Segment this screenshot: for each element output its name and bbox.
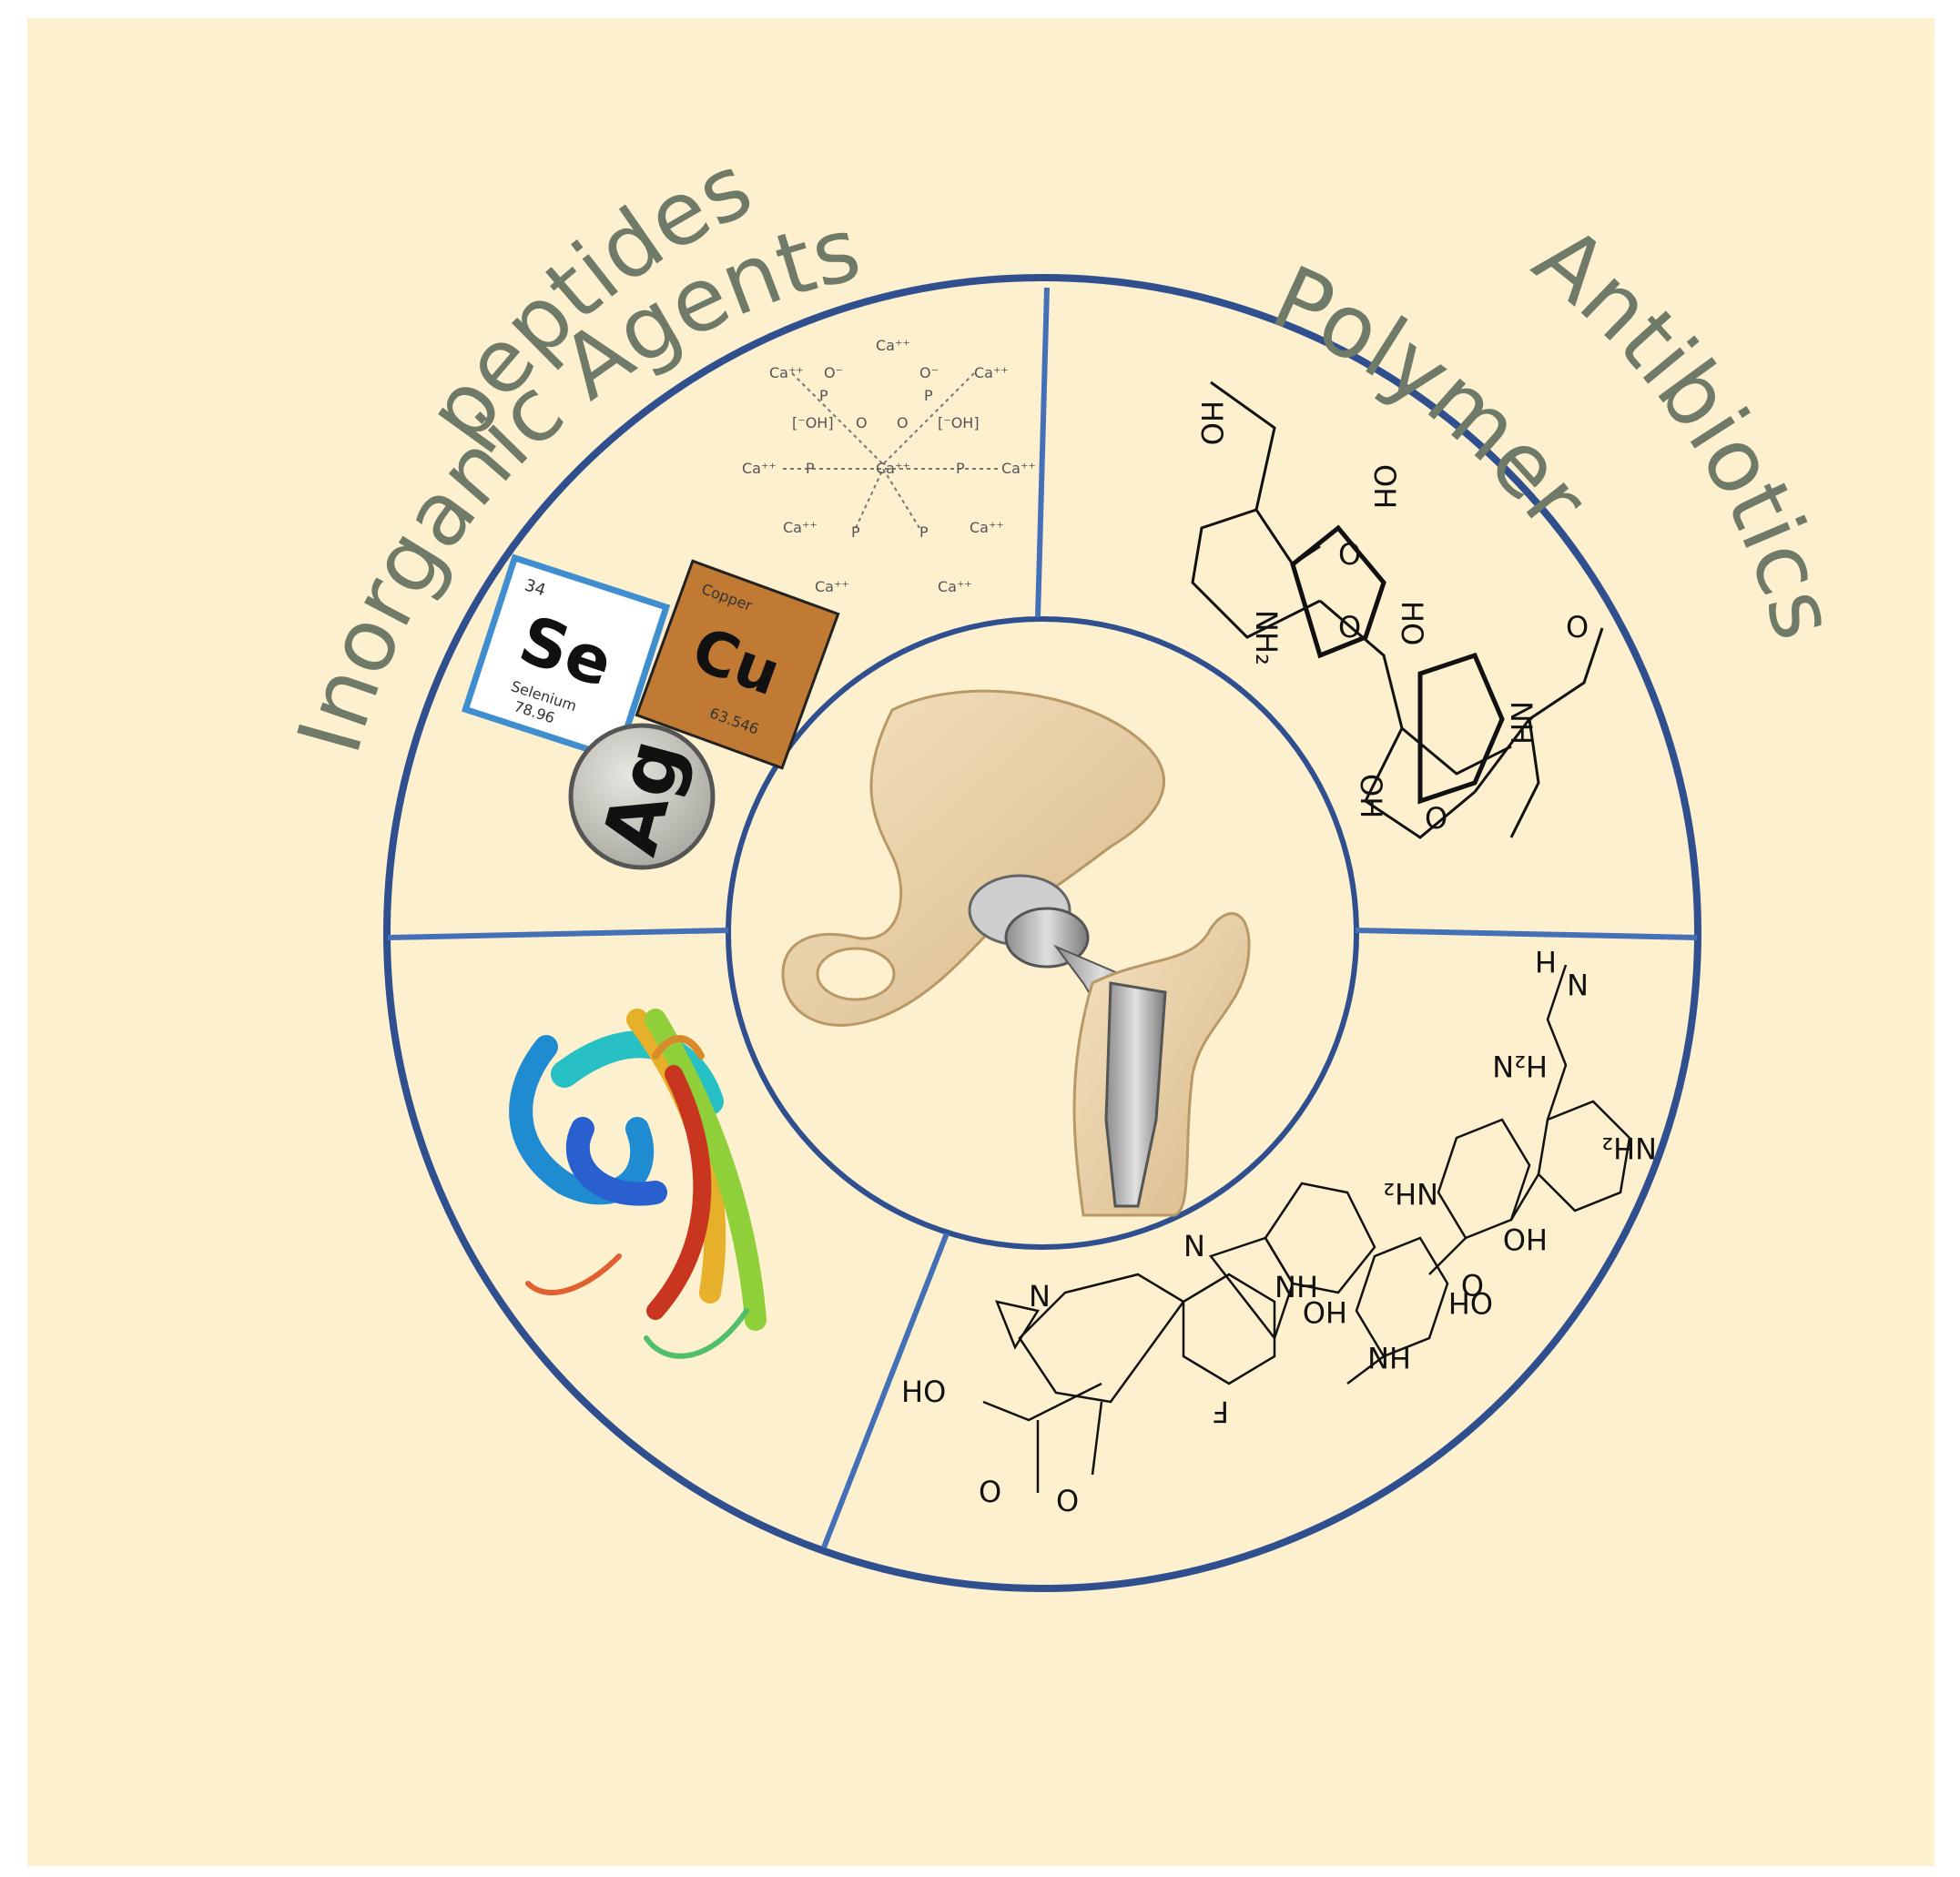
svg-text:HN: HN xyxy=(1367,1340,1411,1375)
svg-text:O: O xyxy=(979,1475,1001,1509)
svg-text:O: O xyxy=(856,414,868,431)
svg-text:[⁻OH]: [⁻OH] xyxy=(938,414,980,431)
svg-text:P: P xyxy=(806,460,815,477)
svg-text:N: N xyxy=(1567,967,1589,1001)
aminoglycoside-structure xyxy=(1346,964,1631,1385)
svg-text:OH: OH xyxy=(1367,464,1402,509)
svg-text:O: O xyxy=(1461,1267,1484,1302)
svg-text:NH: NH xyxy=(1504,701,1539,745)
svg-text:NH₂: NH₂ xyxy=(1249,610,1284,665)
svg-text:HO: HO xyxy=(1194,401,1229,445)
svg-text:O⁻: O⁻ xyxy=(919,364,939,381)
svg-text:Ca⁺⁺: Ca⁺⁺ xyxy=(769,364,804,381)
svg-text:HO: HO xyxy=(1303,1294,1347,1329)
outer-ring xyxy=(383,274,1701,1592)
peptide-ribbon xyxy=(509,1009,767,1359)
svg-text:HO: HO xyxy=(901,1375,946,1409)
svg-text:Ca⁺⁺: Ca⁺⁺ xyxy=(938,578,972,595)
svg-text:N: N xyxy=(1183,1229,1205,1263)
polymer-structure xyxy=(1191,380,1604,839)
svg-text:O: O xyxy=(1056,1484,1079,1518)
svg-text:NH₂: NH₂ xyxy=(1383,1176,1438,1211)
divider-left xyxy=(387,928,729,940)
svg-text:N: N xyxy=(1029,1279,1051,1314)
svg-text:[⁻OH]: [⁻OH] xyxy=(792,414,834,431)
svg-text:Ca⁺⁺: Ca⁺⁺ xyxy=(783,519,818,536)
svg-text:P: P xyxy=(956,460,965,477)
ciprofloxacin-structure xyxy=(982,1182,1376,1493)
antibiotic-labels: H N H₂N NH₂ NH₂ HO O OH HO HN NH N N F H… xyxy=(901,944,1657,1518)
svg-text:P: P xyxy=(851,523,860,541)
svg-text:O: O xyxy=(897,414,909,431)
hydroxyapatite-structure xyxy=(783,372,1001,529)
svg-text:Ca⁺⁺: Ca⁺⁺ xyxy=(970,519,1004,536)
svg-text:Ca⁺⁺: Ca⁺⁺ xyxy=(974,364,1009,381)
svg-text:NH: NH xyxy=(1275,1270,1318,1304)
svg-text:Ca⁺⁺: Ca⁺⁺ xyxy=(742,460,777,477)
svg-text:HO: HO xyxy=(1503,1222,1548,1256)
svg-text:Ca⁺⁺: Ca⁺⁺ xyxy=(876,337,910,354)
svg-text:O: O xyxy=(1566,610,1589,644)
svg-text:NH₂: NH₂ xyxy=(1601,1131,1657,1165)
silver-disc: Ag xyxy=(568,723,716,870)
hydroxyapatite-labels: Ca⁺⁺ Ca⁺⁺ Ca⁺⁺ [⁻OH] [⁻OH] P P Ca⁺⁺ P Ca… xyxy=(742,337,1036,595)
divider-bottom xyxy=(821,1232,950,1549)
divider-top xyxy=(1035,287,1050,618)
svg-text:O: O xyxy=(1338,537,1361,572)
svg-text:OH: OH xyxy=(1448,1285,1493,1320)
svg-text:P: P xyxy=(919,523,929,541)
svg-text:P: P xyxy=(819,387,828,404)
svg-text:HO: HO xyxy=(1395,601,1429,645)
svg-text:H: H xyxy=(1535,944,1557,979)
svg-text:Ca⁺⁺: Ca⁺⁺ xyxy=(876,460,910,477)
svg-text:O: O xyxy=(1425,801,1447,836)
svg-text:H₂N: H₂N xyxy=(1492,1049,1548,1083)
selenium-tile: 34 Se Selenium 78.96 xyxy=(461,553,671,763)
divider-right xyxy=(1355,928,1698,940)
svg-text:OH: OH xyxy=(1354,774,1388,818)
polymer-labels: HO OH O NH₂ O HO O NH OH O xyxy=(1194,401,1589,836)
label-antibiotics: Antibiotics xyxy=(1516,207,1856,650)
svg-text:F: F xyxy=(1213,1395,1229,1429)
copper-tile: Copper Cu 63.546 xyxy=(635,559,840,770)
hip-implant-illustration xyxy=(781,689,1251,1217)
svg-text:Ca⁺⁺: Ca⁺⁺ xyxy=(1001,460,1036,477)
svg-text:O: O xyxy=(1338,610,1361,644)
svg-text:P: P xyxy=(924,387,933,404)
svg-text:O⁻: O⁻ xyxy=(824,364,843,381)
svg-text:Ca⁺⁺: Ca⁺⁺ xyxy=(815,578,849,595)
